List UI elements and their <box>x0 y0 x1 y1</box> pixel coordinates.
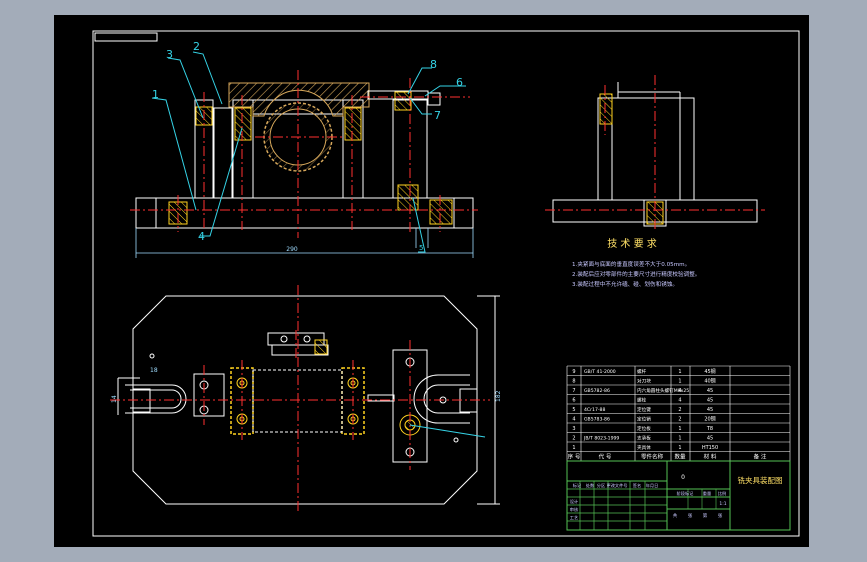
bom-cell-no: 8 <box>572 379 575 385</box>
plan-centerlines <box>110 285 490 512</box>
bom-cell-material: HT150 <box>702 445 718 451</box>
dim-plan-height: 182 <box>495 390 502 402</box>
bom-header-cell: 序 号 <box>568 453 581 461</box>
tb-sheet-label: 第 <box>703 512 708 519</box>
bom-cell-qty: 1 <box>678 379 681 385</box>
callout-4: 4 <box>198 230 205 243</box>
callout-5: 5 <box>419 244 423 252</box>
dim-slot-dia: 14 <box>111 395 118 403</box>
plan-leader-9 <box>409 424 486 438</box>
bom-cell-name: 螺杆 <box>637 368 647 375</box>
drawing-title: 铣夹具装配图 <box>738 475 783 485</box>
bom-cell-code: GB5782-86 <box>584 388 610 394</box>
bom-cell-code: 4Cr17-88 <box>584 407 605 413</box>
bom-cell-no: 3 <box>572 426 575 432</box>
bom-cell-material: 45 <box>707 388 713 394</box>
bom-cell-qty: 1 <box>678 369 681 375</box>
bom-table: 9 GB/T 41-2000 螺杆 1 45钢 8 对刀块 1 40钢 7 GB5782-86 内六角… <box>566 365 791 531</box>
tb-role: 设计 <box>570 498 578 505</box>
bom-header-cell: 代 号 <box>599 453 612 461</box>
tech-note-1: 1.夹紧面与底面的垂直度误差不大于0.05mm。 <box>572 260 690 268</box>
tb-role: 审核 <box>570 506 579 513</box>
tb-label: 更改文件号 <box>607 482 628 489</box>
dim-front-width: 290 <box>286 246 298 253</box>
bom-cell-name: 螺栓 <box>637 397 647 404</box>
tb-label: 处数 <box>586 482 595 489</box>
callout-labels: 1 2 3 4 5 6 7 8 <box>152 40 463 252</box>
callout-8: 8 <box>430 58 437 71</box>
side-centerlines <box>545 75 765 232</box>
bom-header-cell: 零件名称 <box>641 453 664 461</box>
bom-cell-name: 定位板 <box>637 425 651 432</box>
tb-sheet-label: 张 <box>718 512 723 519</box>
title-block <box>566 460 791 531</box>
bom-cell-no: 9 <box>572 369 575 375</box>
bom-cell-material: 20钢 <box>704 416 715 423</box>
tech-notes: 1.夹紧面与底面的垂直度误差不大于0.05mm。 2.装配后应对零部件的主要尺寸… <box>572 260 700 288</box>
tb-label: 分区 <box>597 482 605 489</box>
plan-holes <box>149 335 459 457</box>
tech-requirements-title: 技 术 要 求 <box>607 237 657 250</box>
callout-7: 7 <box>434 109 441 122</box>
bom-cell-no: 6 <box>572 398 575 404</box>
tech-note-3: 3.装配过程中不允许磕、碰、划伤和锈蚀。 <box>572 280 678 288</box>
front-tie-rod <box>367 90 441 106</box>
bom-cell-name: 定位键 <box>637 406 651 413</box>
bom-cell-qty: 2 <box>678 407 681 413</box>
bom-cell-name: 内六角圆柱头螺钉M8x25 <box>637 387 689 394</box>
sheet-border <box>92 30 800 537</box>
bom-header-cell: 备 注 <box>754 453 767 461</box>
bom-cell-code: GB5783-86 <box>584 417 610 423</box>
bom-cell-material: 45 <box>707 398 713 404</box>
tb-stage-label: 阶段标记 <box>677 490 695 497</box>
bom-cell-name: 支承板 <box>637 435 651 442</box>
bom-cell-material: 45 <box>707 436 713 442</box>
bom-cell-material: T8 <box>706 426 713 432</box>
front-centerlines <box>130 70 478 238</box>
bom-cell-qty: 4 <box>678 398 681 404</box>
bom-cell-no: 1 <box>572 445 575 451</box>
bom-cell-qty: 1 <box>678 436 681 442</box>
bom-cell-qty: 2 <box>678 417 681 423</box>
tb-zero: 0 <box>681 474 685 481</box>
tb-stage-label: 重量 <box>703 490 711 497</box>
front-dimension <box>135 228 474 258</box>
tb-label: 年月日 <box>646 482 659 489</box>
bom-cell-name: 定位销 <box>637 416 651 423</box>
callout-3: 3 <box>166 48 173 61</box>
bom-header-cell: 材 料 <box>704 453 717 461</box>
bom-cell-qty: 1 <box>678 426 681 432</box>
bom-cell-qty: 4 <box>678 388 681 394</box>
dim-slot-width: 18 <box>150 367 158 374</box>
bom-cell-no: 5 <box>572 407 575 413</box>
bom-cell-material: 45钢 <box>704 368 715 375</box>
tb-label: 签名 <box>633 482 641 489</box>
bom-cell-name: 对刀块 <box>637 378 651 385</box>
tb-label: 标记 <box>573 482 582 489</box>
bom-cell-qty: 1 <box>678 445 681 451</box>
tb-role: 工艺 <box>570 515 578 520</box>
tb-scale: 1:1 <box>719 501 726 507</box>
bom-header-cell: 数量 <box>674 453 686 461</box>
bom-cell-code: JB/T 8023-1999 <box>583 436 619 442</box>
bom-cell-material: 40钢 <box>704 378 715 385</box>
tb-stage-label: 比例 <box>718 490 726 497</box>
bom-cell-name: 夹具体 <box>637 444 651 451</box>
side-screws <box>599 93 664 225</box>
callout-6: 6 <box>456 76 463 89</box>
callout-2: 2 <box>193 40 200 53</box>
bom-cell-no: 7 <box>572 388 575 394</box>
drawing-sheet <box>54 15 809 547</box>
tb-sheet-label: 张 <box>688 512 693 519</box>
bom-cell-code: GB/T 41-2000 <box>584 369 616 375</box>
bom-cell-no: 4 <box>572 417 575 423</box>
leader-lines <box>151 51 466 253</box>
bom-cell-no: 2 <box>572 436 575 442</box>
callout-1: 1 <box>152 88 159 101</box>
tb-sheet-label: 共 <box>673 512 678 519</box>
bom-cell-material: 45 <box>707 407 713 413</box>
tech-note-2: 2.装配后应对零部件的主要尺寸进行精度校验调整。 <box>572 270 700 278</box>
